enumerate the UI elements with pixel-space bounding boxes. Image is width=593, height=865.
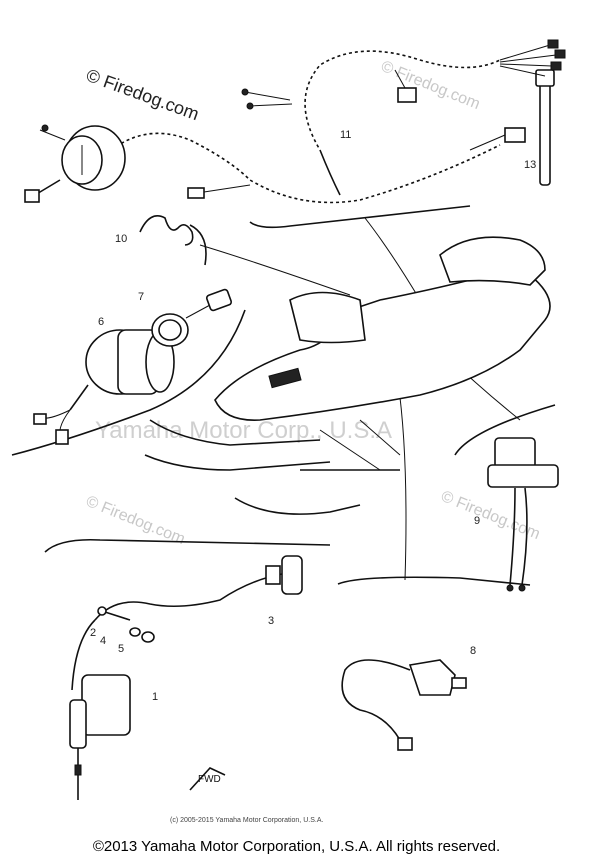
small-copyright: (c) 2005-2015 Yamaha Motor Corporation, … (170, 817, 323, 824)
headlight-unit (33, 329, 175, 445)
watermark-firedog-main: © Firedog.com (84, 65, 202, 124)
callout-9: 9 (474, 515, 480, 527)
nut (141, 631, 155, 643)
section-bracket-left (189, 224, 207, 266)
cable-tie (535, 69, 555, 186)
callout-1: 1 (152, 691, 158, 703)
ignition-cap (94, 555, 303, 621)
section-bracket-right (454, 404, 556, 456)
indicator-lamp (151, 288, 233, 347)
watermark-yamaha: Yamaha Motor Corp., U.S.A (95, 417, 392, 444)
washer (129, 627, 141, 637)
section-bracket-bottom-right (337, 576, 531, 586)
footer-copyright: ©2013 Yamaha Motor Corporation, U.S.A. A… (92, 838, 501, 855)
callout-4: 4 (100, 635, 106, 647)
callout-5: 5 (118, 643, 124, 655)
relay-unit (487, 437, 559, 592)
section-bracket-bottom-left (44, 538, 331, 553)
callout-3: 3 (268, 615, 274, 627)
tachometer-unit (24, 124, 126, 203)
section-bracket-top (249, 205, 471, 229)
callout-6: 6 (98, 316, 104, 328)
wire-clamp (139, 215, 194, 246)
stop-switch (341, 659, 467, 751)
section-bracket-left-mid (11, 309, 246, 456)
watermark-firedog-tile-3: © Firedog.com (379, 58, 483, 113)
ignition-coil (69, 619, 131, 800)
callout-13: 13 (524, 159, 536, 171)
svg-text:FWD: FWD (198, 774, 221, 785)
callout-2: 2 (90, 627, 96, 639)
snowmobile-body (144, 236, 551, 515)
callout-11: 11 (340, 129, 351, 141)
wire-harness (99, 39, 566, 204)
bolt (97, 606, 131, 621)
callout-7: 7 (138, 291, 144, 303)
front-arrow-icon: FWD (189, 767, 226, 791)
callout-8: 8 (470, 645, 476, 657)
callout-10: 10 (115, 233, 127, 245)
leader-line-10 (199, 244, 351, 296)
